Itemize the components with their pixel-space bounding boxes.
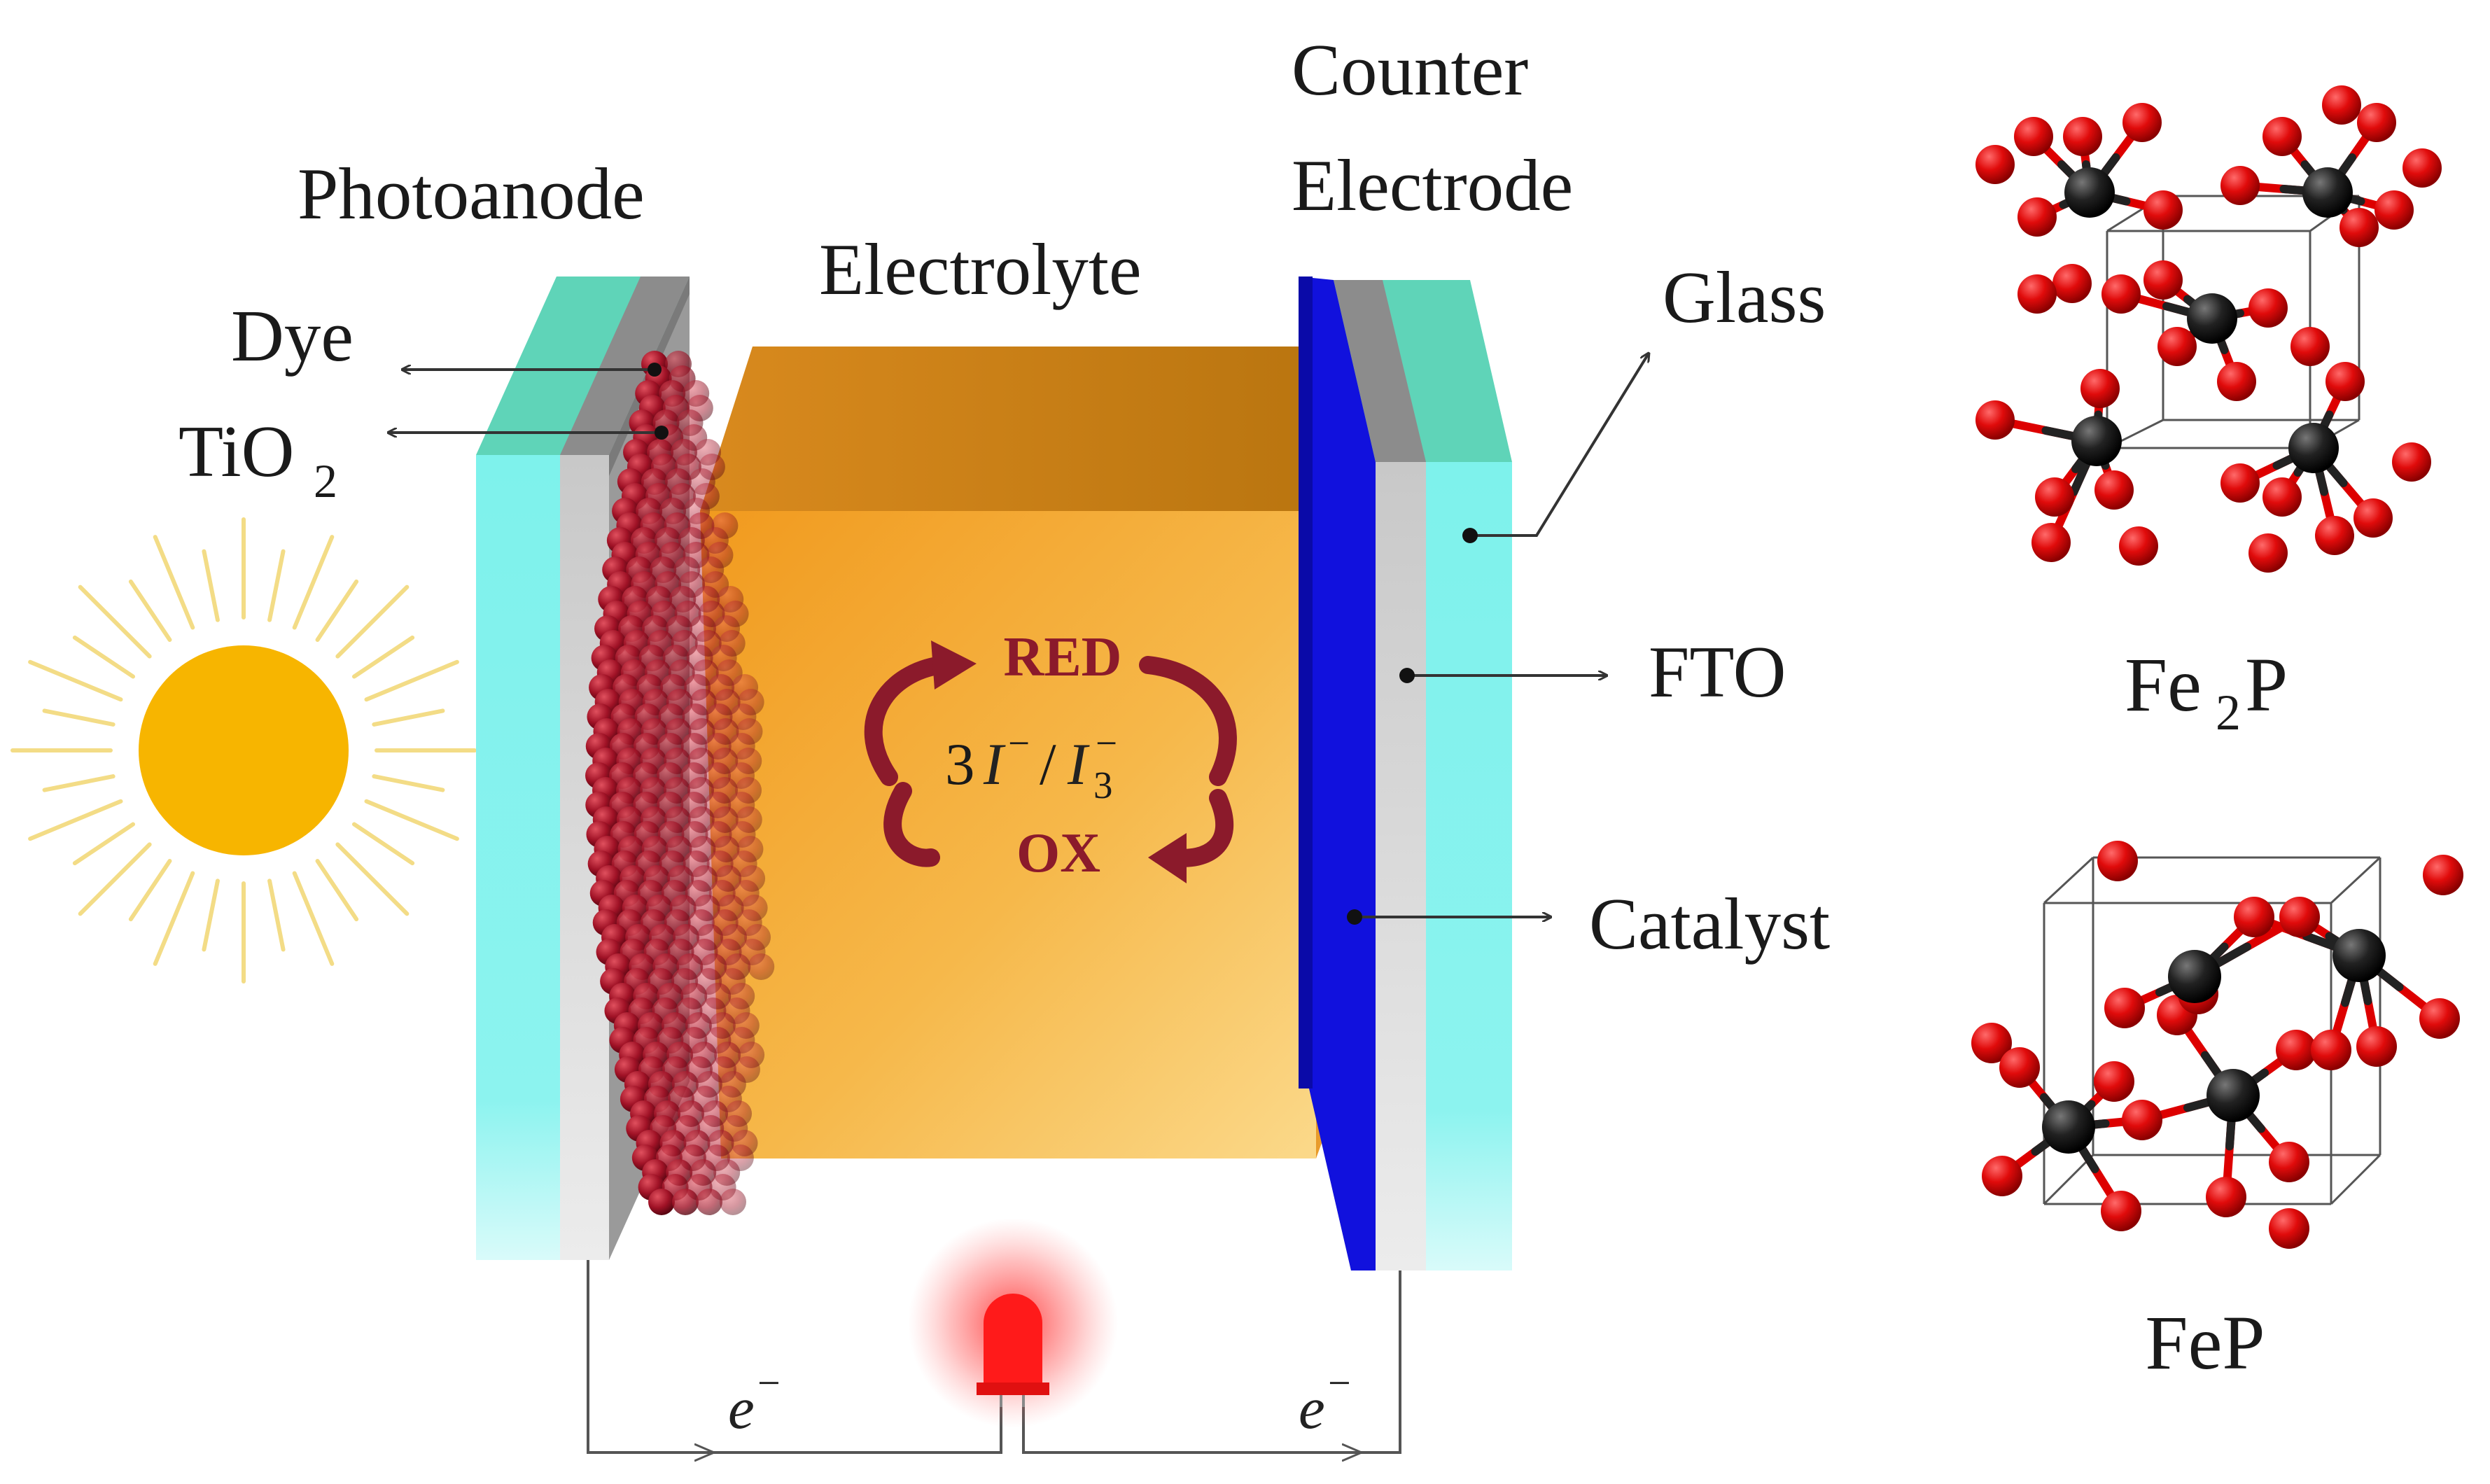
redox-triiodide-subscript: 3 bbox=[1093, 764, 1113, 806]
photoanode-label: Photoanode bbox=[298, 153, 645, 234]
redox-couple-label: 3 I − / I − 3 bbox=[945, 722, 1117, 806]
redox-triiodide: I bbox=[1067, 732, 1090, 797]
led-icon bbox=[908, 1218, 1118, 1428]
catalyst-label: Catalyst bbox=[1589, 883, 1830, 965]
dye-label: Dye bbox=[231, 295, 354, 377]
svg-text:−: − bbox=[757, 1360, 781, 1406]
redox-cycle: RED OX 3 I − / I − 3 bbox=[864, 626, 1237, 884]
electrolyte-label: Electrolyte bbox=[819, 228, 1142, 310]
external-circuit: e − e − bbox=[587, 1218, 1401, 1452]
tio2-subscript: 2 bbox=[314, 454, 337, 507]
redox-iodide: I bbox=[983, 732, 1006, 797]
svg-text:e: e bbox=[1299, 1376, 1325, 1441]
electron-left-label: e − bbox=[728, 1360, 781, 1441]
tio2-particle-layer bbox=[585, 351, 775, 1215]
fe2p-p: P bbox=[2245, 642, 2288, 727]
redox-triiodide-charge: − bbox=[1096, 722, 1117, 764]
fe2p-subscript: 2 bbox=[2216, 685, 2241, 741]
counter-label: Counter bbox=[1292, 29, 1528, 111]
svg-text:−: − bbox=[1328, 1360, 1351, 1406]
redox-coefficient: 3 bbox=[945, 732, 975, 797]
fe2p-fe: Fe bbox=[2125, 642, 2202, 727]
fep-label: FeP bbox=[2145, 1300, 2265, 1385]
svg-text:e: e bbox=[728, 1376, 755, 1441]
glass-label: Glass bbox=[1663, 256, 1826, 338]
fep-crystal-structure bbox=[1971, 841, 2463, 1249]
counter-electrode-plate bbox=[1299, 276, 1512, 1270]
redox-slash: / bbox=[1040, 732, 1056, 797]
fe2p-crystal-structure bbox=[1975, 85, 2442, 573]
electrode-label: Electrode bbox=[1292, 144, 1573, 226]
component-labels: Photoanode Electrolyte Counter Electrode… bbox=[179, 29, 1830, 965]
ox-label: OX bbox=[1016, 822, 1100, 884]
tio2-label: TiO 2 bbox=[179, 410, 337, 507]
tio2-base: TiO bbox=[179, 410, 294, 492]
electron-right-label: e − bbox=[1299, 1360, 1351, 1441]
redox-iodide-charge: − bbox=[1008, 722, 1030, 764]
sun-icon bbox=[11, 517, 477, 983]
fe2p-label: Fe 2 P bbox=[2125, 642, 2288, 741]
fto-label: FTO bbox=[1649, 631, 1786, 713]
glass-pointer bbox=[1470, 354, 1649, 537]
red-label: RED bbox=[1004, 626, 1122, 688]
